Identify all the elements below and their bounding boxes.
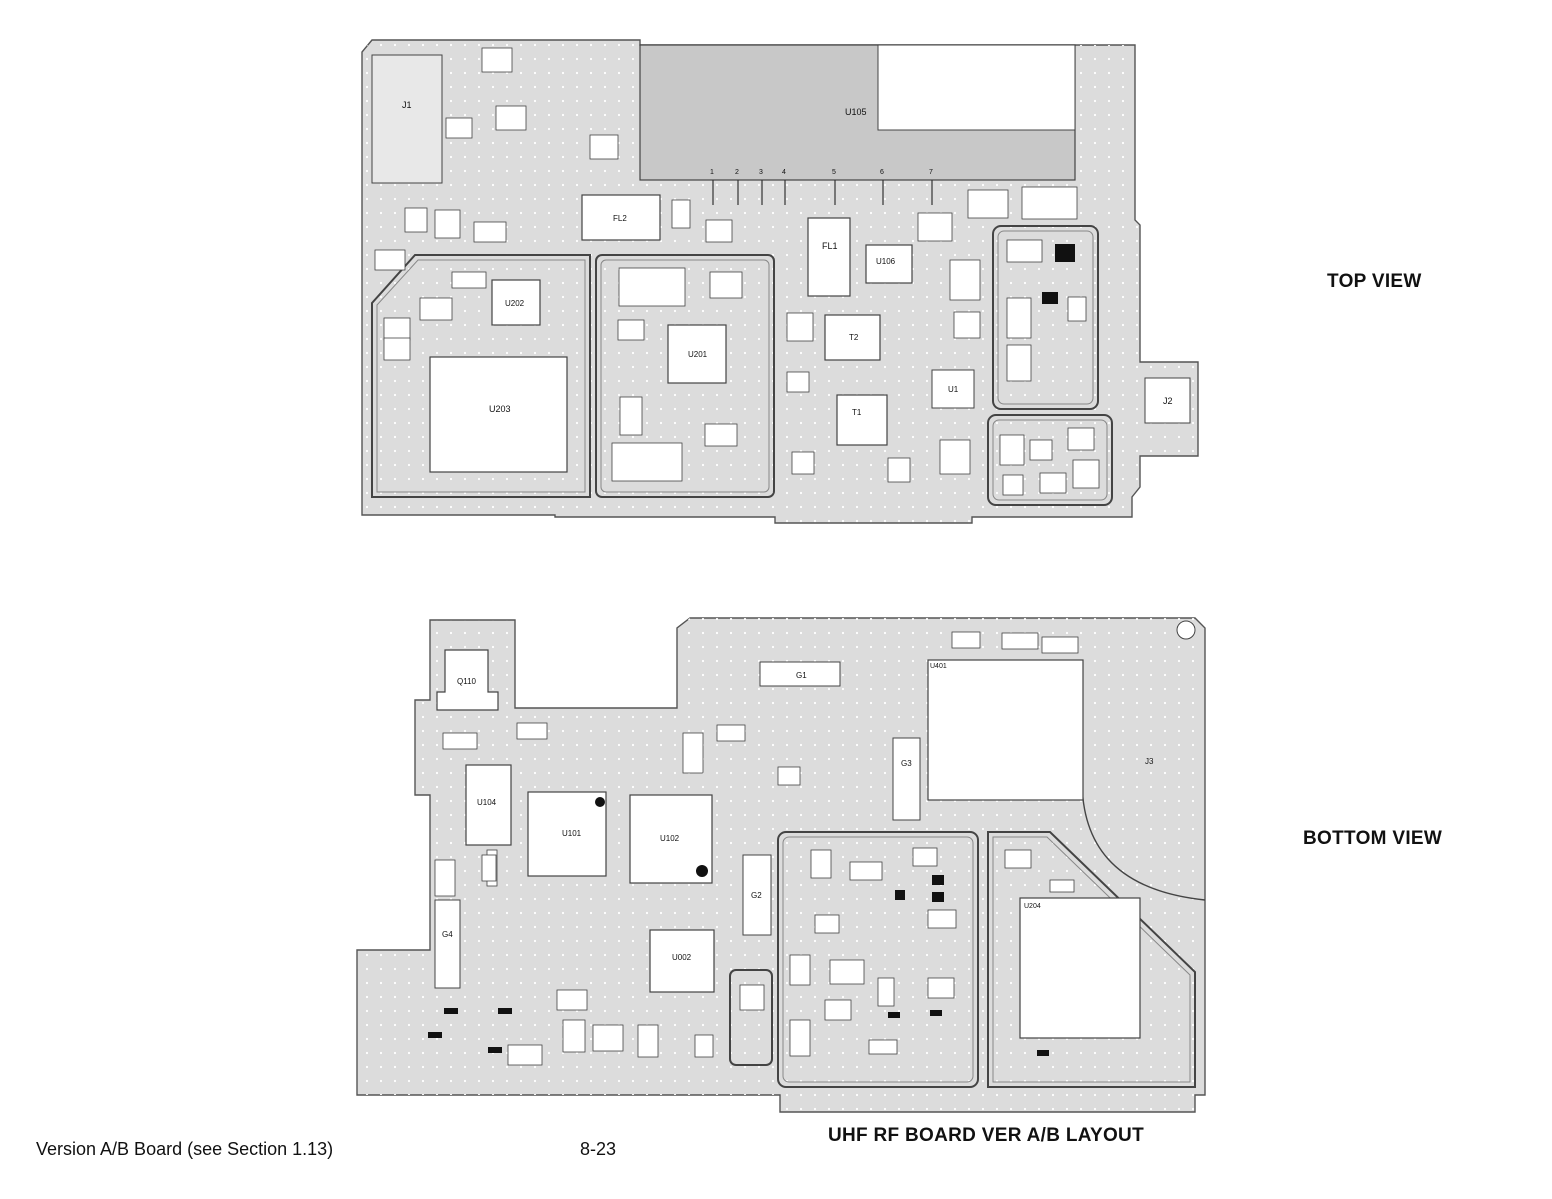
g2-pad: [742, 854, 772, 936]
svg-text:1: 1: [710, 169, 714, 176]
svg-text:FL1: FL1: [822, 241, 838, 251]
u106-chip: [865, 244, 913, 284]
svg-text:2: 2: [735, 169, 739, 176]
svg-text:G4: G4: [442, 930, 453, 939]
j1-connector: [371, 54, 443, 184]
svg-text:5: 5: [832, 169, 836, 176]
svg-text:4: 4: [782, 169, 786, 176]
u401-chip: [927, 659, 1084, 801]
bottom-small-pads: [434, 631, 1079, 1066]
svg-text:G3: G3: [901, 759, 912, 768]
svg-text:U202: U202: [505, 299, 525, 308]
u101-chip: [527, 791, 607, 877]
g4-pad: [434, 899, 461, 989]
g3-pad: [892, 737, 921, 821]
svg-text:G2: G2: [751, 891, 762, 900]
shield-s204: [987, 831, 1196, 1088]
svg-text:U1: U1: [948, 385, 959, 394]
svg-text:U002: U002: [672, 953, 692, 962]
shield-s206: [729, 969, 773, 1066]
svg-text:U105: U105: [845, 107, 867, 117]
top-view-label: TOP VIEW: [1327, 271, 1422, 292]
svg-text:J2: J2: [1163, 396, 1173, 406]
shield-s207: [987, 414, 1113, 506]
svg-text:U203: U203: [489, 404, 511, 414]
top-view-board: U105 J1 J2 U203 U202 U201 FL1 FL2 U106 T…: [361, 39, 1199, 524]
top-small-pads: [374, 47, 1100, 496]
shield-s203: [371, 254, 591, 498]
svg-text:T2: T2: [849, 333, 859, 342]
svg-text:3: 3: [759, 169, 763, 176]
svg-text:7: 7: [929, 169, 933, 176]
bottom-view-label: BOTTOM VIEW: [1303, 828, 1443, 849]
u203-chip: [429, 356, 568, 473]
svg-text:U104: U104: [477, 798, 497, 807]
document-title: UHF RF BOARD VER A/B LAYOUT: [828, 1125, 1144, 1146]
u204-chip: [1019, 897, 1141, 1039]
t2-transformer: [824, 314, 881, 361]
shield-s205: [992, 225, 1099, 410]
svg-text:G1: G1: [796, 671, 807, 680]
svg-text:U401: U401: [930, 663, 947, 670]
fl1-filter: [807, 217, 851, 297]
fl2-filter: [581, 194, 661, 241]
svg-text:U204: U204: [1024, 903, 1041, 910]
j2-connector: [1144, 377, 1191, 424]
svg-text:U101: U101: [562, 829, 582, 838]
svg-text:J1: J1: [402, 100, 412, 110]
u201-chip: [667, 324, 727, 384]
u104-chip: [465, 764, 512, 846]
u1-chip: [931, 369, 975, 409]
u105-pins: [712, 180, 933, 205]
shield-s202: [777, 831, 979, 1088]
q110-transistor: [436, 649, 499, 711]
svg-text:U106: U106: [876, 257, 896, 266]
g1-pad: [759, 661, 841, 687]
svg-text:T1: T1: [852, 408, 862, 417]
u002-chip: [649, 929, 715, 993]
page-number: 8-23: [580, 1139, 617, 1159]
cr109-diode: [1055, 244, 1075, 262]
shield-s201: [595, 254, 775, 498]
t1-transformer: [836, 394, 888, 446]
svg-text:J3: J3: [1145, 757, 1154, 766]
svg-text:U102: U102: [660, 834, 680, 843]
u202-chip: [491, 279, 541, 326]
svg-text:FL2: FL2: [613, 214, 627, 223]
svg-text:Q110: Q110: [457, 677, 477, 686]
svg-text:U201: U201: [688, 350, 708, 359]
version-note: Version A/B Board (see Section 1.13): [36, 1139, 334, 1159]
black-diodes-bottom: [428, 875, 1049, 1056]
svg-text:6: 6: [880, 169, 884, 176]
bottom-view-board: Q110 U104 U101 U102 U002 U401 U204 G1 G2…: [356, 617, 1206, 1113]
